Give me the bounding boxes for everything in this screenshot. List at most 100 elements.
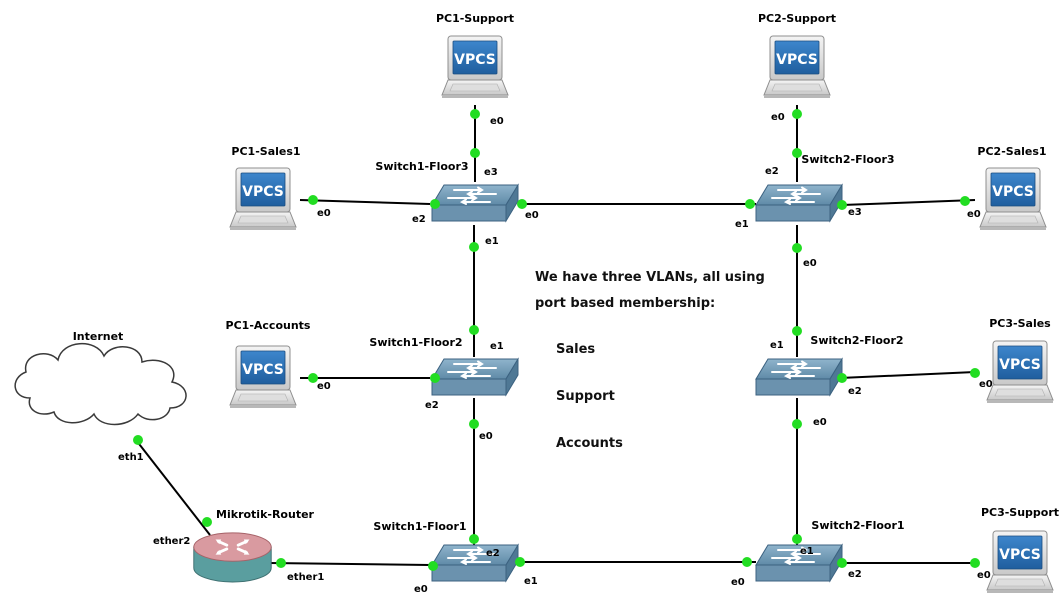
note-line-1: We have three VLANs, all using (535, 270, 765, 285)
port-dot[interactable] (428, 561, 438, 571)
mikrotik-router-node[interactable]: Mikrotik-Router (192, 508, 315, 584)
port-label: e0 (979, 379, 993, 390)
port-dot[interactable] (133, 435, 143, 445)
port-dot[interactable] (792, 326, 802, 336)
vpcs-label: VPCS (992, 184, 1034, 200)
port-dot[interactable] (837, 558, 847, 568)
pc2-support-label: PC2-Support (758, 12, 836, 25)
switch1-floor3-node[interactable]: Switch1-Floor3 (375, 160, 519, 222)
port-label: e0 (317, 208, 331, 219)
vpcs-label: VPCS (999, 547, 1041, 563)
switch2-floor1-node[interactable]: Switch2-Floor1 (755, 519, 905, 582)
port-dot[interactable] (469, 419, 479, 429)
port-dot[interactable] (970, 558, 980, 568)
port-label: ether1 (287, 572, 324, 583)
port-dot[interactable] (745, 199, 755, 209)
switch-icon (431, 184, 519, 222)
port-dot[interactable] (792, 109, 802, 119)
port-label: e0 (813, 417, 827, 428)
link-internet-router[interactable] (135, 439, 211, 536)
switch-icon (755, 358, 843, 396)
port-label: e2 (848, 569, 862, 580)
pc1-accounts-label: PC1-Accounts (226, 319, 311, 332)
port-label: e0 (977, 570, 991, 581)
switch2-floor2-node[interactable]: Switch2-Floor2 (755, 334, 904, 396)
switch-icon (431, 358, 519, 396)
vpcs-label: VPCS (242, 184, 284, 200)
switch1-floor1-label: Switch1-Floor1 (373, 520, 466, 533)
switch2-floor3-node[interactable]: Switch2-Floor3 (755, 153, 895, 222)
internet-label: Internet (73, 330, 124, 343)
link-sw2f2-pc3sales[interactable] (839, 371, 976, 379)
port-dot[interactable] (517, 199, 527, 209)
port-dot[interactable] (308, 373, 318, 383)
cloud-icon (14, 342, 187, 426)
port-label: e0 (967, 209, 981, 220)
switch1-floor2-node[interactable]: Switch1-Floor2 (369, 336, 519, 396)
port-dot[interactable] (792, 243, 802, 253)
switch2-floor1-label: Switch2-Floor1 (811, 519, 904, 532)
pc3-support-node[interactable]: VPCS PC3-Support (981, 506, 1059, 594)
pc2-support-node[interactable]: VPCS PC2-Support (758, 12, 836, 99)
port-label: e0 (317, 381, 331, 392)
port-label: e0 (479, 431, 493, 442)
port-dot[interactable] (469, 534, 479, 544)
port-dot[interactable] (515, 557, 525, 567)
switch-icon (755, 184, 843, 222)
pc3-support-label: PC3-Support (981, 506, 1059, 519)
port-dot[interactable] (308, 195, 318, 205)
port-label: e0 (490, 116, 504, 127)
port-label: e1 (735, 219, 749, 230)
vlan-sales: Sales (556, 342, 596, 357)
port-dot[interactable] (470, 109, 480, 119)
switch1-floor3-label: Switch1-Floor3 (375, 160, 468, 173)
port-dot[interactable] (970, 368, 980, 378)
port-label: e1 (800, 546, 814, 557)
vpcs-label: VPCS (999, 357, 1041, 373)
pc2-sales1-node[interactable]: VPCS PC2-Sales1 (977, 145, 1047, 231)
port-label: e1 (524, 576, 538, 587)
port-labels: e0 e3 e2 e0 e1 e0 e0 e2 e1 e3 e0 e0 e1 e… (118, 112, 993, 595)
port-dot[interactable] (792, 419, 802, 429)
switch-icon (431, 544, 519, 582)
pc3-sales-node[interactable]: VPCS PC3-Sales (986, 317, 1054, 404)
router-icon (192, 531, 273, 584)
port-dot[interactable] (792, 534, 802, 544)
port-label: e1 (490, 341, 504, 352)
pc1-accounts-node[interactable]: VPCS PC1-Accounts (226, 319, 311, 409)
port-dots (133, 109, 980, 571)
port-label: e2 (848, 386, 862, 397)
port-dot[interactable] (742, 557, 752, 567)
port-label: e0 (525, 210, 539, 221)
note-line-2: port based membership: (535, 296, 716, 311)
port-dot[interactable] (837, 373, 847, 383)
pc1-support-label: PC1-Support (436, 12, 514, 25)
port-label: e0 (771, 112, 785, 123)
port-label: e2 (412, 214, 426, 225)
vlan-accounts: Accounts (556, 436, 623, 451)
link-sw2f3-pc2sales1[interactable] (841, 199, 976, 206)
port-dot[interactable] (430, 373, 440, 383)
port-label: e2 (765, 166, 779, 177)
switch1-floor1-node[interactable]: Switch1-Floor1 (373, 520, 519, 582)
port-dot[interactable] (792, 148, 802, 158)
port-dot[interactable] (470, 148, 480, 158)
link-pc1sales1-sw1f3[interactable] (299, 199, 431, 205)
internet-node[interactable]: Internet (14, 330, 187, 426)
pc1-support-node[interactable]: VPCS PC1-Support (436, 12, 514, 99)
port-dot[interactable] (202, 517, 212, 527)
port-dot[interactable] (469, 242, 479, 252)
pc1-sales1-node[interactable]: VPCS PC1-Sales1 (229, 145, 301, 231)
port-dot[interactable] (469, 325, 479, 335)
vpcs-label: VPCS (776, 52, 818, 68)
router-label: Mikrotik-Router (216, 508, 315, 521)
pc1-sales1-label: PC1-Sales1 (231, 145, 300, 158)
port-dot[interactable] (276, 558, 286, 568)
port-label: e3 (484, 167, 498, 178)
port-dot[interactable] (837, 200, 847, 210)
port-dot[interactable] (960, 196, 970, 206)
port-label: e0 (414, 584, 428, 595)
link-router-sw1f1[interactable] (269, 562, 431, 566)
port-dot[interactable] (430, 199, 440, 209)
switch2-floor3-label: Switch2-Floor3 (801, 153, 894, 166)
